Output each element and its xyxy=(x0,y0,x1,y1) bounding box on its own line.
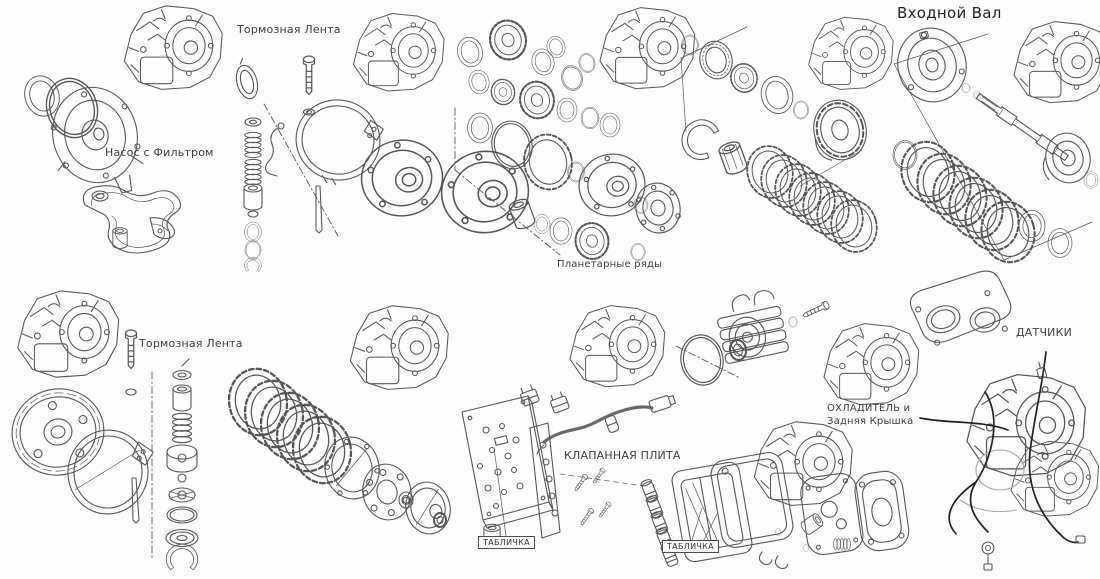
label-input-shaft: Входной Вал xyxy=(897,4,1002,22)
pump-filter-assembly-drawing xyxy=(19,5,223,254)
label-valve-plate: КЛАПАННАЯ ПЛИТА xyxy=(564,449,681,462)
clutch-drum-pack-drawing xyxy=(675,16,894,258)
tag-valve-plate: ТАБЛИЧКА xyxy=(478,536,535,549)
label-brake-band-top: Тормозная Лента xyxy=(237,23,341,36)
valve-body-assembly-drawing xyxy=(461,305,680,568)
label-cooler-line1: ОХЛАДИТЕЛЬ и xyxy=(827,403,911,414)
cooler-rear-cover-drawing xyxy=(671,290,920,570)
rear-cover-pan-drawing xyxy=(671,461,753,563)
label-cooler-line2: Задняя Крышка xyxy=(827,416,914,427)
label-brake-band-bottom: Тормозная Лента xyxy=(139,337,243,350)
oil-filter-drawing xyxy=(82,185,182,254)
brake-band-bottom-assembly-drawing xyxy=(11,290,199,571)
label-sensors: ДАТЧИКИ xyxy=(1016,326,1073,339)
label-planetary-rows: Планетарные ряды xyxy=(557,259,663,270)
tag-rear-cover: ТАБЛИЧКА xyxy=(662,540,719,553)
oil-cooler-drawing xyxy=(717,290,789,364)
clutch-plates-drums-drawing xyxy=(221,305,451,535)
brake-band-top-assembly-drawing xyxy=(235,13,449,272)
label-pump-filter: Насос с Фильтром xyxy=(105,146,214,159)
input-shaft-assembly-drawing xyxy=(892,21,1100,270)
planetary-gearsets-drawing xyxy=(434,7,696,263)
valve-plate-drawing xyxy=(461,395,554,529)
sensors-wiring-drawing xyxy=(909,270,1100,571)
